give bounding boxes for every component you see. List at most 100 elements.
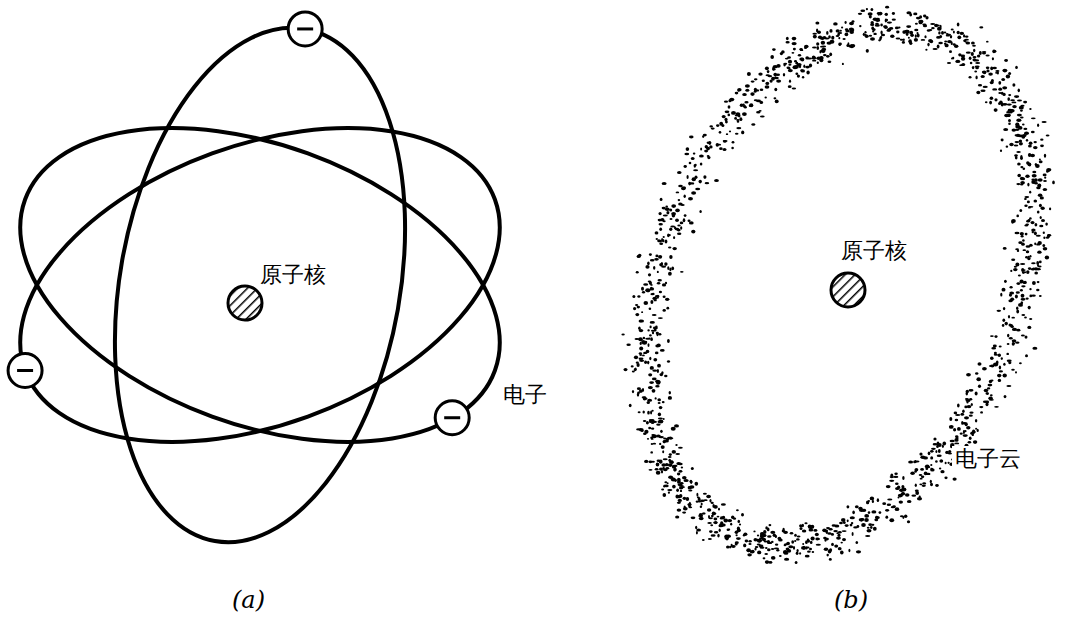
cloud-dot — [830, 40, 835, 44]
cloud-dot — [896, 31, 899, 34]
cloud-dot — [870, 497, 874, 501]
cloud-dot — [1024, 317, 1027, 319]
cloud-dot — [1037, 281, 1040, 283]
cloud-dot — [690, 480, 693, 483]
cloud-dot — [908, 461, 913, 464]
cloud-dot — [1030, 255, 1032, 257]
cloud-dot — [809, 548, 812, 551]
cloud-dot — [840, 30, 842, 32]
cloud-dot — [799, 58, 803, 61]
cloud-dot — [828, 550, 832, 554]
cloud-dot — [650, 259, 655, 262]
cloud-dot — [663, 441, 666, 444]
cloud-dot — [1043, 237, 1045, 239]
cloud-dot — [1034, 178, 1038, 182]
cloud-dot — [762, 538, 766, 541]
cloud-dot — [1011, 219, 1016, 223]
cloud-dot — [1047, 169, 1050, 173]
cloud-dot — [1020, 109, 1023, 111]
cloud-dot — [673, 469, 676, 472]
cloud-dot — [935, 484, 939, 487]
cloud-dot — [891, 506, 896, 508]
cloud-dot — [689, 221, 694, 224]
cloud-dot — [714, 521, 717, 524]
cloud-dot — [859, 25, 861, 27]
cloud-dot — [662, 239, 664, 242]
cloud-dot — [969, 389, 974, 392]
cloud-dot — [808, 525, 812, 528]
cloud-dot — [668, 396, 672, 400]
cloud-dot — [684, 194, 686, 198]
cloud-dot — [907, 520, 910, 523]
cloud-dot — [954, 45, 958, 49]
cloud-dot — [774, 77, 779, 79]
cloud-dot — [784, 544, 787, 546]
cloud-dot — [650, 321, 655, 324]
cloud-dot — [807, 551, 811, 553]
cloud-dot — [920, 456, 925, 460]
cloud-dot — [637, 295, 640, 297]
cloud-dot — [1014, 266, 1017, 268]
cloud-dot — [1035, 223, 1038, 226]
cloud-dot — [729, 131, 731, 133]
cloud-dot — [621, 334, 624, 336]
cloud-dot — [1011, 369, 1015, 371]
cloud-dot — [652, 297, 657, 300]
cloud-dot — [947, 62, 951, 64]
cloud-dot — [656, 332, 658, 336]
cloud-dot — [812, 60, 816, 62]
cloud-dot — [1042, 244, 1045, 247]
cloud-dot — [722, 115, 726, 118]
cloud-dot — [1010, 270, 1012, 272]
cloud-dot — [793, 48, 796, 51]
cloud-dot — [638, 254, 641, 257]
cloud-dot — [933, 438, 936, 441]
cloud-dot — [895, 482, 899, 485]
cloud-dot — [1026, 161, 1029, 164]
cloud-dot — [723, 140, 727, 143]
cloud-dot — [914, 38, 918, 42]
cloud-dot — [757, 551, 761, 555]
cloud-dot — [819, 50, 821, 54]
cloud-dot — [787, 56, 791, 59]
cloud-dot — [961, 63, 965, 66]
cloud-dot — [657, 282, 661, 285]
cloud-dot — [659, 406, 663, 409]
cloud-dot — [1039, 261, 1042, 264]
cloud-dot — [1037, 251, 1041, 254]
cloud-dot — [975, 62, 980, 64]
cloud-dot — [819, 56, 823, 60]
cloud-dot — [901, 492, 905, 495]
cloud-dot — [925, 465, 930, 469]
cloud-dot — [886, 29, 890, 31]
cloud-dot — [1016, 310, 1019, 314]
cloud-dot — [656, 332, 659, 335]
cloud-dot — [635, 304, 638, 306]
cloud-dot — [832, 524, 837, 526]
cloud-dot — [652, 314, 657, 316]
cloud-dot — [1044, 154, 1046, 158]
cloud-dot — [802, 524, 804, 527]
cloud-dot — [809, 528, 814, 531]
cloud-dot — [767, 70, 770, 73]
cloud-dot — [965, 422, 968, 426]
cloud-dot — [794, 540, 796, 542]
cloud-dot — [816, 544, 821, 546]
cloud-dot — [805, 56, 809, 59]
cloud-dot — [742, 112, 747, 116]
cloud-dot — [713, 505, 717, 509]
cloud-dot — [693, 153, 696, 155]
cloud-dot — [933, 48, 938, 50]
cloud-dot — [640, 342, 642, 345]
cloud-dot — [942, 445, 944, 448]
cloud-dot — [838, 43, 842, 46]
cloud-dot — [930, 23, 935, 25]
cloud-dot — [952, 57, 954, 60]
cloud-dot — [833, 530, 838, 532]
cloud-dot — [662, 182, 667, 185]
cloud-dot — [894, 473, 897, 475]
cloud-dot — [1001, 139, 1004, 142]
orbit-ellipse — [0, 68, 543, 502]
cloud-dot — [707, 522, 712, 524]
